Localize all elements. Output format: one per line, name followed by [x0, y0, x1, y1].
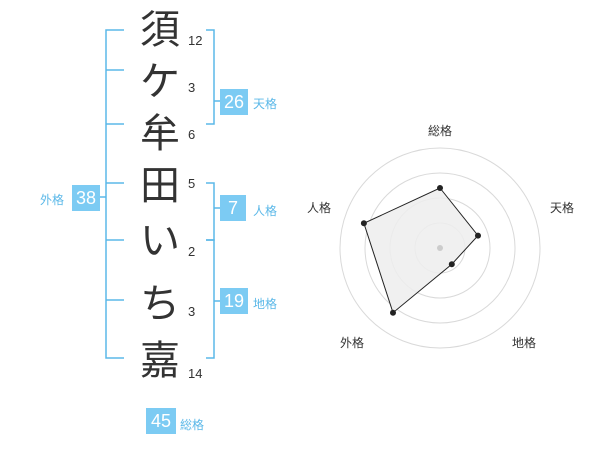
stroke-count-7: 14 [188, 366, 203, 381]
stroke-count-1: 12 [188, 33, 203, 48]
name-char-4: 田 [140, 163, 180, 209]
radar-point-5 [360, 220, 367, 227]
tenkaku-value-badge: 26 [220, 89, 248, 115]
stroke-count-3: 6 [188, 127, 196, 142]
radar-label-jinkaku: 人格 [307, 200, 331, 215]
name-char-5: い [140, 218, 180, 264]
name-char-7: 嘉 [140, 338, 180, 384]
radar-label-tenkaku: 天格 [550, 200, 574, 215]
tenkaku-label: 天格 [253, 97, 278, 111]
stroke-count-5: 2 [188, 244, 196, 259]
soukaku-label: 総格 [180, 418, 205, 432]
tenkaku-bracket [206, 29, 215, 125]
radar-ring-3 [364, 172, 516, 324]
radar-label-soukaku: 総格 [428, 123, 452, 138]
radar-point-3 [448, 261, 455, 268]
soukaku-value-badge: 45 [146, 408, 176, 434]
stroke-count-2: 3 [188, 80, 196, 95]
radar-polygon [363, 187, 479, 314]
jinkaku-value-badge: 7 [220, 195, 246, 221]
gaikaku-bracket [105, 29, 124, 359]
stroke-count-6: 3 [188, 304, 196, 319]
name-char-3: 牟 [140, 111, 180, 157]
radar-label-chikaku: 地格 [512, 335, 536, 350]
radar-point-2 [475, 232, 481, 239]
gaikaku-label: 外格 [40, 193, 65, 207]
name-char-1: 須 [140, 7, 180, 53]
gaikaku-value-badge: 38 [72, 185, 100, 211]
chikaku-label: 地格 [253, 297, 278, 311]
radar-ring-4 [339, 147, 541, 349]
stroke-count-4: 5 [188, 176, 196, 191]
radar-center-dot [437, 245, 443, 251]
radar-point-4 [390, 309, 396, 316]
jinkaku-label: 人格 [253, 204, 278, 218]
radar-label-gaikaku: 外格 [340, 335, 364, 350]
name-char-2: ケ [140, 59, 180, 105]
radar-point-1 [437, 185, 443, 191]
chikaku-bracket [206, 239, 215, 359]
name-char-6: ち [140, 281, 180, 327]
chikaku-value-badge: 19 [220, 288, 248, 314]
